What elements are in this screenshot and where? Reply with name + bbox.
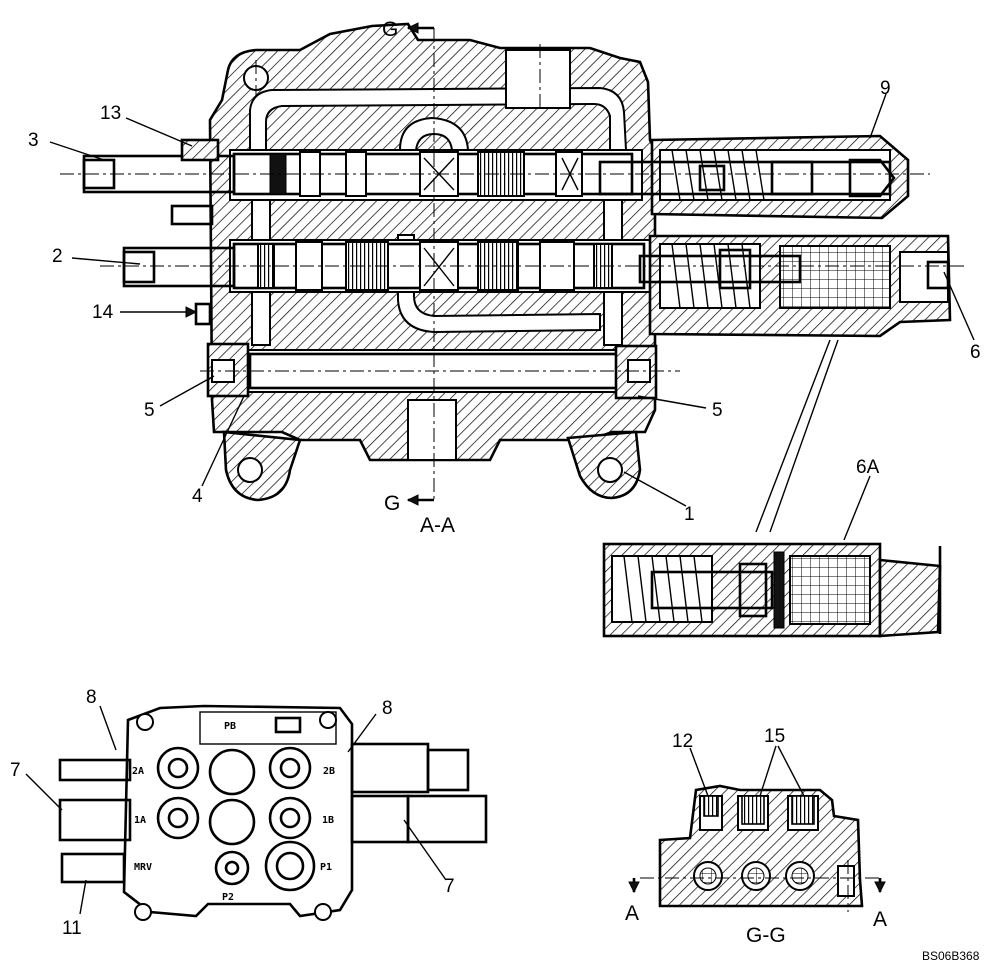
ext-ear-bottom-right xyxy=(314,903,332,921)
port-center-circle xyxy=(208,798,256,846)
section-gg-view: A A G-G xyxy=(625,784,887,947)
port-label-2b: 2B xyxy=(323,766,335,777)
fitting-14 xyxy=(194,302,212,326)
port-p2-circle xyxy=(214,850,250,886)
callout-6a: 6A xyxy=(856,457,880,478)
port-1b-circle xyxy=(268,796,312,840)
upper-port xyxy=(505,49,571,109)
callout-2: 2 xyxy=(52,246,63,267)
section-label-aa: A-A xyxy=(420,514,455,537)
drawing-id: BS06B368 xyxy=(922,949,980,963)
callout-11: 11 xyxy=(62,918,82,939)
callouts: 3 13 2 14 5 4 5 1 9 6 6A 8 8 7 7 11 12 xyxy=(10,78,981,939)
detail-6a-view xyxy=(602,339,942,638)
ext-ear-top-right xyxy=(319,711,337,729)
callout-5-right: 5 xyxy=(712,400,723,421)
fitting-upper-left xyxy=(170,204,214,226)
callout-8-left: 8 xyxy=(86,687,97,708)
callout-5-left: 5 xyxy=(144,400,155,421)
fitting-13 xyxy=(180,138,220,162)
spring-housing-lower xyxy=(638,234,952,338)
port-2a-circle xyxy=(156,746,200,790)
callout-8-right: 8 xyxy=(382,698,393,719)
callout-15: 15 xyxy=(764,726,785,747)
external-view: PB 2A 2B 1A 1B MRV P1 P2 xyxy=(58,704,488,921)
cut-label-g-bottom: G xyxy=(384,492,400,515)
callout-14: 14 xyxy=(92,302,114,323)
ext-ear-bottom-left xyxy=(134,903,152,921)
callout-9: 9 xyxy=(880,78,891,99)
passage-bottom-port xyxy=(407,399,457,461)
callout-4: 4 xyxy=(192,486,203,507)
cut-label-a-left: A xyxy=(625,902,639,925)
port-p1-circle xyxy=(264,840,316,892)
callout-12: 12 xyxy=(672,731,693,752)
cut-label-a-right: A xyxy=(873,908,887,931)
section-label-gg: G-G xyxy=(746,924,786,947)
port-label-pb: PB xyxy=(224,721,236,732)
port-label-2a: 2A xyxy=(132,766,144,777)
port-label-1b: 1B xyxy=(322,815,334,826)
port-pb-circle xyxy=(208,748,256,796)
callout-6: 6 xyxy=(970,342,981,363)
cut-label-g-top: G xyxy=(382,18,398,41)
callout-7-right: 7 xyxy=(444,876,455,897)
ext-ear-top-left xyxy=(136,713,154,731)
callout-3: 3 xyxy=(28,130,39,151)
port-1a-circle xyxy=(156,796,200,840)
port-label-p2: P2 xyxy=(222,892,234,903)
port-label-p1: P1 xyxy=(320,862,332,873)
callout-13: 13 xyxy=(100,103,121,124)
port-2b-circle xyxy=(268,746,312,790)
port-label-mrv: MRV xyxy=(134,862,152,873)
callout-1: 1 xyxy=(684,504,695,525)
callout-7-left: 7 xyxy=(10,760,21,781)
port-label-1a: 1A xyxy=(134,815,146,826)
spring-housing-upper xyxy=(598,134,910,220)
mount-hole-right xyxy=(597,457,623,483)
passage-lower xyxy=(397,234,601,334)
mount-hole-left xyxy=(237,457,263,483)
section-aa-view: G G A-A xyxy=(60,18,968,537)
